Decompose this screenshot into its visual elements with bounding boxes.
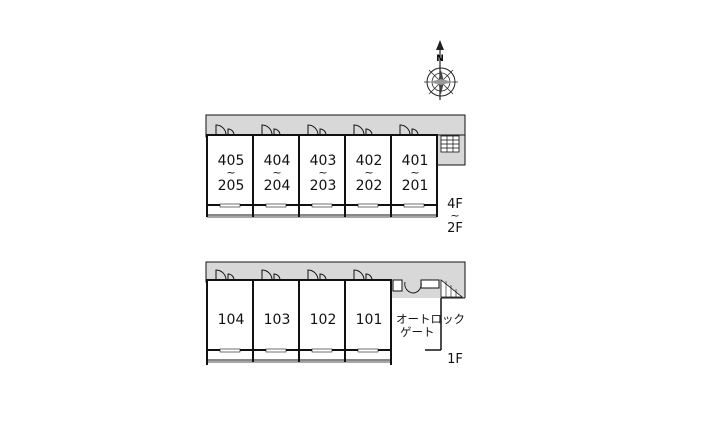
lower-door-icons [215, 269, 373, 281]
unit-upper-402: 402 [356, 153, 383, 169]
gate-label-line2: ゲート [400, 325, 435, 339]
unit-104: 104 [218, 312, 245, 328]
unit-range-mark: ~ [272, 166, 281, 179]
upper-units-outline [206, 134, 438, 206]
unit-101: 101 [356, 312, 383, 328]
unit-range-mark: ~ [226, 166, 235, 179]
compass-icon: N [424, 40, 458, 100]
unit-upper-401: 401 [402, 153, 429, 169]
floor-range-mark: ~ [450, 209, 459, 222]
floor-label-1f: 1F [447, 352, 463, 367]
unit-lower-201: 201 [402, 178, 429, 194]
unit-upper-403: 403 [310, 153, 337, 169]
unit-102: 102 [310, 312, 337, 328]
auto-lock-gate [392, 279, 442, 351]
unit-upper-404: 404 [264, 153, 291, 169]
upper-stair-icon [440, 135, 460, 153]
lower-stair-icon [440, 279, 464, 298]
unit-lower-203: 203 [310, 178, 337, 194]
unit-lower-205: 205 [218, 178, 245, 194]
unit-lower-202: 202 [356, 178, 383, 194]
floor-label-bottom: 2F [447, 221, 463, 236]
unit-range-mark: ~ [410, 166, 419, 179]
unit-upper-405: 405 [218, 153, 245, 169]
gate-label-line1: オートロック [396, 312, 465, 326]
compass-north-label: N [436, 54, 444, 64]
unit-103: 103 [264, 312, 291, 328]
floor-label-top: 4F [447, 197, 463, 212]
upper-corridor [205, 114, 466, 138]
upper-block: 405 ~ 205 404 ~ 204 403 ~ 203 402 ~ 202 … [205, 114, 466, 236]
unit-range-mark: ~ [318, 166, 327, 179]
upper-door-icons [215, 124, 419, 136]
unit-range-mark: ~ [364, 166, 373, 179]
unit-lower-204: 204 [264, 178, 291, 194]
lower-block: 104 103 102 101 オートロック ゲート 1F [205, 261, 466, 367]
